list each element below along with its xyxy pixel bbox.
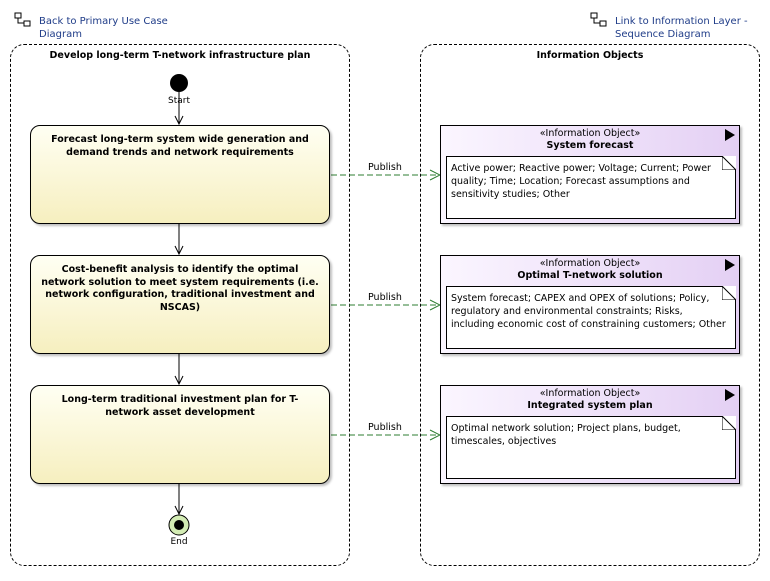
end-label: End (170, 537, 188, 547)
start-node[interactable] (170, 74, 188, 92)
note-fold-icon (722, 156, 736, 170)
object-name: Integrated system plan (527, 400, 653, 411)
note-fold-icon (722, 416, 736, 430)
publish-label: Publish (368, 162, 402, 173)
triangle-marker-icon (725, 259, 735, 271)
end-node-core (174, 520, 184, 530)
object-stereotype: «Information Object» (539, 258, 641, 269)
object-name: Optimal T-network solution (517, 270, 663, 281)
partition-title: Develop long-term T-network infrastructu… (49, 50, 311, 61)
object-stereotype: «Information Object» (539, 128, 641, 139)
publish-label: Publish (368, 292, 402, 303)
information-object-integrated-system-plan[interactable]: «Information Object» Integrated system p… (440, 385, 740, 484)
note-text: Optimal network solution; Project plans,… (451, 423, 681, 447)
note-text: Active power; Reactive power; Voltage; C… (451, 163, 711, 200)
information-objects-partition: Information Objects (420, 44, 760, 566)
action-forecast[interactable]: Forecast long-term system wide generatio… (30, 125, 330, 224)
start-label: Start (168, 96, 190, 106)
diagram-link-icon[interactable] (590, 12, 608, 28)
publish-label: Publish (368, 422, 402, 433)
note-text: System forecast; CAPEX and OPEX of solut… (451, 293, 726, 330)
action-investment-plan[interactable]: Long-term traditional investment plan fo… (30, 385, 330, 484)
triangle-marker-icon (725, 389, 735, 401)
back-to-use-case-link[interactable]: Back to Primary Use Case Diagram (39, 16, 168, 40)
object-stereotype: «Information Object» (539, 388, 641, 399)
information-layer-link[interactable]: Link to Information Layer - Sequence Dia… (615, 16, 748, 40)
object-note: System forecast; CAPEX and OPEX of solut… (446, 286, 736, 349)
object-name: System forecast (546, 140, 634, 151)
partition-title: Information Objects (536, 50, 644, 61)
information-object-system-forecast[interactable]: «Information Object» System forecast Act… (440, 125, 740, 224)
triangle-marker-icon (725, 129, 735, 141)
object-note: Active power; Reactive power; Voltage; C… (446, 156, 736, 219)
note-fold-icon (722, 286, 736, 300)
object-note: Optimal network solution; Project plans,… (446, 416, 736, 479)
action-cost-benefit-analysis[interactable]: Cost-benefit analysis to identify the op… (30, 255, 330, 354)
information-object-optimal-t-network-solution[interactable]: «Information Object» Optimal T-network s… (440, 255, 740, 354)
diagram-link-icon[interactable] (14, 12, 32, 28)
